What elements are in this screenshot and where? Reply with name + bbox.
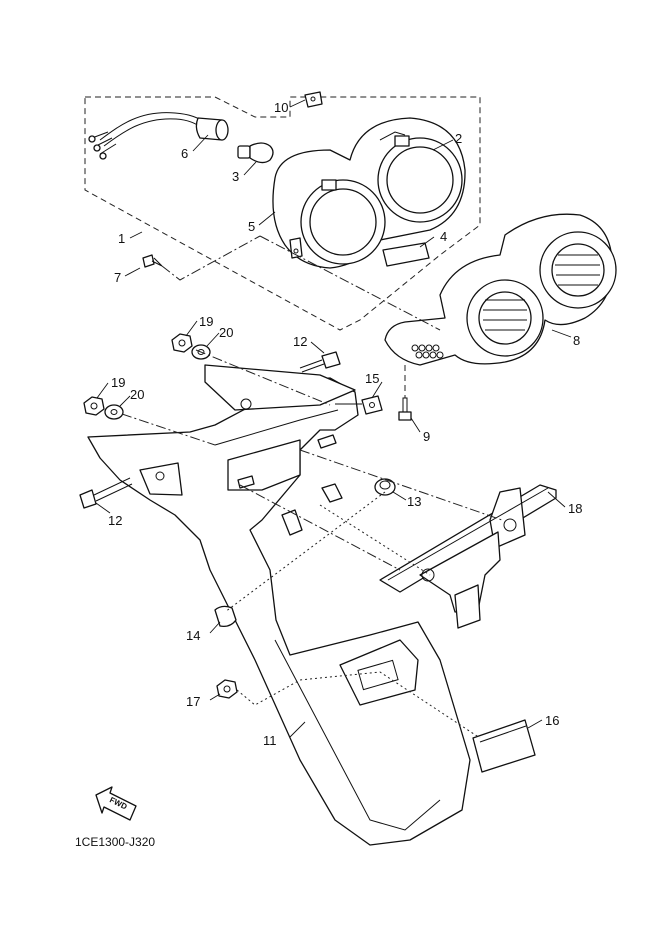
rear-fender-bracket-part[interactable] (87, 364, 471, 846)
callout-1: 1 (118, 231, 125, 246)
bulb-part[interactable] (237, 142, 274, 164)
callout-11: 11 (263, 733, 277, 748)
screw-part-9[interactable] (398, 365, 412, 421)
bolt-part-12b[interactable] (79, 477, 133, 509)
leader-lines (95, 99, 572, 738)
drawing-code: 1CE1300-J320 (75, 835, 155, 849)
bolt-part-12a[interactable] (299, 351, 341, 373)
indicator-cluster (411, 344, 444, 359)
meter-cover-part[interactable] (384, 213, 617, 366)
callout-3: 3 (232, 169, 239, 184)
callout-7: 7 (114, 270, 121, 285)
callout-15: 15 (365, 371, 379, 386)
callout-16: 16 (545, 713, 559, 728)
nut-clip-part-15[interactable] (361, 395, 383, 415)
callout-2: 2 (455, 131, 462, 146)
assembly-boundary (84, 96, 481, 331)
callout-6: 6 (181, 146, 188, 161)
grommet-part-14[interactable] (214, 605, 237, 628)
callout-12a: 12 (293, 334, 307, 349)
callout-labels: 1 2 3 4 5 6 7 8 9 10 11 12 12 13 14 15 1… (108, 100, 582, 748)
grommet-part-13[interactable] (374, 478, 396, 496)
callout-5: 5 (248, 219, 255, 234)
callout-18: 18 (568, 501, 582, 516)
callout-10: 10 (274, 100, 288, 115)
callout-13: 13 (407, 494, 421, 509)
nut-part-19a[interactable] (171, 333, 193, 353)
callout-12b: 12 (108, 513, 122, 528)
callout-19a: 19 (199, 314, 213, 329)
reference-lines (121, 235, 503, 739)
callout-20a: 20 (219, 325, 233, 340)
callout-20b: 20 (130, 387, 144, 402)
screw-part-7[interactable] (142, 235, 261, 281)
license-bracket-part[interactable] (379, 484, 557, 629)
label-sticker-part[interactable] (382, 242, 430, 267)
nut-part-19b[interactable] (83, 396, 105, 416)
socket-harness-part[interactable] (88, 112, 229, 160)
callout-9: 9 (423, 429, 430, 444)
callout-8: 8 (573, 333, 580, 348)
reflector-part-16[interactable] (472, 719, 536, 773)
callout-4: 4 (440, 229, 447, 244)
fwd-arrow-icon: FWD (95, 786, 137, 821)
callout-17: 17 (186, 694, 200, 709)
washer-part-20b[interactable] (104, 404, 124, 420)
meter-housing-part[interactable] (272, 117, 466, 269)
callout-19b: 19 (111, 375, 125, 390)
nut-part-17[interactable] (216, 679, 238, 699)
bracket-part[interactable] (304, 91, 323, 108)
callout-14: 14 (186, 628, 200, 643)
